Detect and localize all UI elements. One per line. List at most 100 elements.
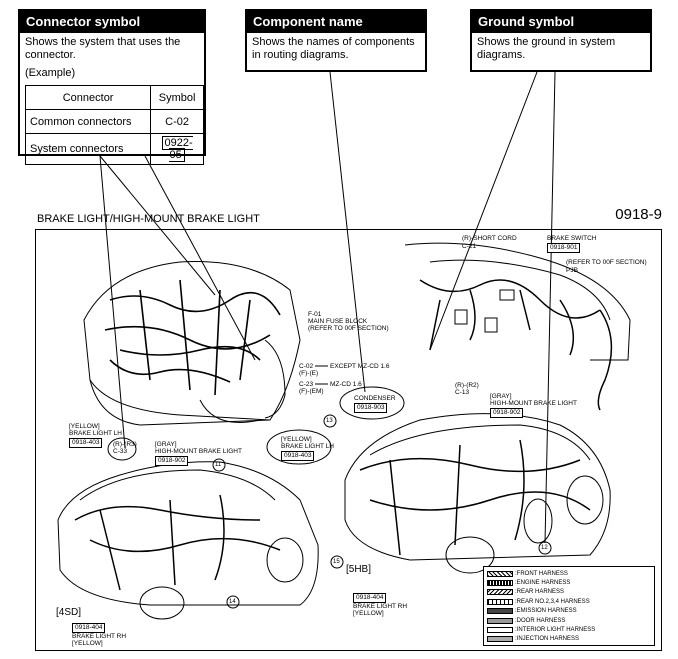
code-condenser: 0918-903 <box>354 403 388 413</box>
legend-label: :ENGINE HARNESS <box>515 580 571 587</box>
diagram-title: BRAKE LIGHT/HIGH-MOUNT BRAKE LIGHT <box>37 213 260 225</box>
label-c23: C-23 <box>299 381 314 388</box>
label-rh-4sd: BRAKE LIGHT RH <box>72 633 127 640</box>
legend-row-door: :DOOR HARNESS <box>487 616 651 625</box>
leader-ground <box>544 71 556 544</box>
legend-row-emission: :EMISSION HARNESS <box>487 607 651 616</box>
ground-12-icon <box>538 541 552 555</box>
row-symbol: 0922-05 <box>161 136 193 162</box>
label-pjb: PJB <box>566 267 578 274</box>
ground-14-icon <box>226 595 240 609</box>
row-symbol: C-02 <box>150 109 204 134</box>
code-rh-5hb: 0918-404 <box>353 593 387 603</box>
label-r-r2: (R)-(R2) <box>455 382 479 389</box>
code-brake-switch: 0918-901 <box>547 243 581 253</box>
legend-row-rear-234: :REAR NO.2,3,4 HARNESS <box>487 597 651 606</box>
hatchback-outline <box>344 413 611 561</box>
label-r-r3: (R)-(R3) <box>113 441 137 448</box>
connector-symbol-callout: Connector symbol Shows the system that u… <box>18 9 206 165</box>
ground-15-label: 15 <box>333 559 340 565</box>
ground-symbol-desc: Shows the ground in system diagrams. <box>477 36 616 61</box>
legend-row-interior: :INTERIOR LIGHT HARNESS <box>487 625 651 634</box>
ground-symbol-callout: Ground symbol Shows the ground in system… <box>470 9 652 72</box>
leader-component <box>329 71 366 393</box>
label-refer-00f-2: (REFER TO 00F SECTION) <box>308 325 389 332</box>
legend-label: :INTERIOR LIGHT HARNESS <box>515 627 596 634</box>
legend-row-engine: :ENGINE HARNESS <box>487 578 651 587</box>
ground-14-label: 14 <box>229 599 236 605</box>
connector-symbol-title: Connector symbol <box>20 11 204 33</box>
legend-swatch <box>487 636 513 643</box>
label-lh-5hb: BRAKE LIGHT LH <box>281 443 334 450</box>
label-c33: C-33 <box>113 448 128 455</box>
label-gray-5hb: [GRAY] <box>490 393 512 400</box>
label-c23-note: MZ-CD 1.6 <box>330 381 362 388</box>
page-code: 0918-9 <box>615 206 662 223</box>
component-name-title: Component name <box>247 11 425 33</box>
ground-12-label: 12 <box>541 545 548 551</box>
code-hm-4sd: 0918-902 <box>155 456 189 466</box>
legend-label: :INJECTION HARNESS <box>515 636 580 643</box>
code-hm-5hb: 0918-902 <box>490 408 524 418</box>
row-symbol-cell: 0922-05 <box>150 133 204 165</box>
label-yellow-lh-4sd: [YELLOW] <box>69 423 100 430</box>
ground-15-icon <box>330 555 344 569</box>
label-gray-4sd: [GRAY] <box>155 441 177 448</box>
harness-legend: :FRONT HARNESS :ENGINE HARNESS :REAR HAR… <box>483 566 655 646</box>
engine-bay-outline <box>83 261 301 421</box>
label-f01: F-01 <box>308 311 322 318</box>
label-r-short-cord: (R)-SHORT CORD <box>462 235 517 242</box>
diagram-frame <box>35 229 662 651</box>
legend-row-injection: :INJECTION HARNESS <box>487 635 651 644</box>
table-header-symbol: Symbol <box>150 85 204 110</box>
ground-13-icon <box>323 414 337 428</box>
variant-4sd: [4SD] <box>56 607 82 618</box>
legend-row-rear: :REAR HARNESS <box>487 588 651 597</box>
legend-label: :FRONT HARNESS <box>515 570 568 577</box>
code-lh-4sd: 0918-403 <box>69 438 103 448</box>
table-row: System connectors 0922-05 <box>24 133 204 165</box>
legend-swatch <box>487 627 513 634</box>
ground-symbol-title: Ground symbol <box>472 11 650 33</box>
ground-13-label: 13 <box>326 418 333 424</box>
code-lh-5hb: 0918-403 <box>281 451 315 461</box>
legend-label: :REAR HARNESS <box>515 589 565 596</box>
label-c21: C-21 <box>462 243 477 250</box>
row-name: Common connectors <box>24 109 152 134</box>
label-rh-5hb: BRAKE LIGHT RH <box>353 603 408 610</box>
leader-connector-3 <box>144 155 256 361</box>
label-c02: C-02 <box>299 363 314 370</box>
label-c13: C-13 <box>455 389 470 396</box>
ground-oval <box>523 498 553 544</box>
ground-11-icon <box>212 458 226 472</box>
label-yellow-lh-5hb: [YELLOW] <box>281 436 312 443</box>
variant-5hb: [5HB] <box>346 564 372 575</box>
legend-label: :EMISSION HARNESS <box>515 608 577 615</box>
label-lh-4sd: BRAKE LIGHT LH <box>69 430 122 437</box>
brake-light-lh-oval <box>266 429 332 465</box>
component-name-desc: Shows the names of components in routing… <box>252 36 415 61</box>
legend-swatch <box>487 589 513 596</box>
ground-11-label: 11 <box>215 462 222 468</box>
legend-row-front: :FRONT HARNESS <box>487 569 651 578</box>
example-label: (Example) <box>25 67 76 79</box>
legend-swatch <box>487 617 513 624</box>
sedan-outline <box>57 461 319 606</box>
leader-ground-2 <box>429 71 538 351</box>
leader-connector-2 <box>99 155 216 296</box>
connector-symbol-desc: Shows the system that uses the connector… <box>25 36 181 61</box>
label-condenser: CONDENSER <box>354 395 396 402</box>
label-rh-5hb-color: [YELLOW] <box>353 610 384 617</box>
component-name-callout: Component name Shows the names of compon… <box>245 9 427 72</box>
legend-swatch <box>487 598 513 605</box>
leader-connector-1 <box>99 155 126 449</box>
legend-swatch <box>487 608 513 615</box>
connector-c33-oval <box>107 437 137 461</box>
label-brake-switch: BRAKE SWITCH <box>547 235 597 242</box>
connector-example-table: Connector Symbol Common connectors C-02 … <box>24 85 204 165</box>
label-c02-sub: (F)-(E) <box>299 370 319 377</box>
condenser-oval <box>339 386 405 420</box>
label-hm-5hb: HIGH-MOUNT BRAKE LIGHT <box>490 400 577 407</box>
label-hm-4sd: HIGH-MOUNT BRAKE LIGHT <box>155 448 242 455</box>
